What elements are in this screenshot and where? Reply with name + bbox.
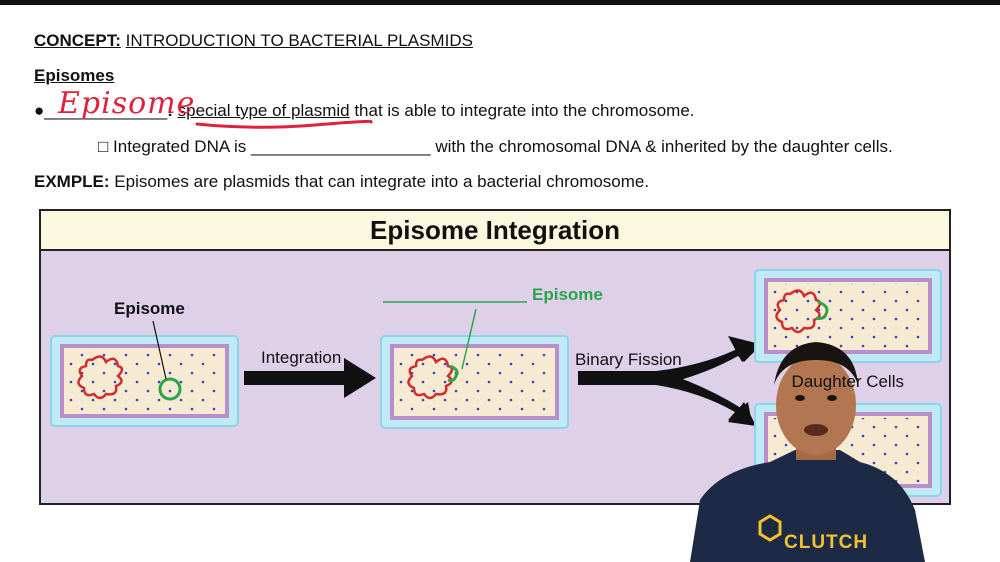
sub-point-suffix: with the chromosomal DNA & inherited by … [430, 137, 893, 156]
sub-point-prefix: Integrated DNA is [113, 137, 251, 156]
cell-2 [380, 301, 569, 429]
definition-line: ●_____________: special type of plasmid … [34, 101, 695, 121]
definition-blank: _____________ [44, 101, 168, 120]
chromosome-2 [407, 355, 454, 400]
daughter-cell-top [754, 269, 942, 363]
episome-pointer [152, 320, 167, 380]
sub-point: □ Integrated DNA is ___________________ … [98, 137, 893, 157]
definition-text: that is able to integrate into the chrom… [349, 101, 695, 120]
definition-colon: : [167, 101, 173, 120]
handwritten-episome: Episome [58, 86, 196, 121]
example-label: EXMPLE: [34, 172, 110, 191]
cell-1 [50, 320, 239, 427]
integrated-episome [447, 364, 459, 382]
bullet: ● [34, 101, 45, 120]
concept-heading: CONCEPT: INTRODUCTION TO BACTERIAL PLASM… [34, 31, 473, 51]
episome-circle [158, 377, 182, 401]
daughter-cells-label: Daughter Cells [791, 372, 904, 391]
green-pointer [461, 308, 477, 370]
section-title: Episomes [34, 66, 115, 85]
presenter-video-overlay [690, 342, 925, 562]
clutch-logo-text: CLUTCH [784, 532, 869, 553]
episome-green-label: Episome [532, 285, 603, 304]
checkbox-icon: □ [98, 137, 109, 156]
example-text: Episomes are plasmids that can integrate… [109, 172, 650, 191]
binary-fission-arrows [578, 336, 760, 426]
example-line: EXMPLE: Episomes are plasmids that can i… [34, 172, 649, 192]
chromosome-1 [77, 355, 124, 400]
red-underline-stroke [195, 119, 373, 129]
integration-arrow [244, 358, 376, 398]
clutch-logo-icon [758, 514, 782, 542]
episome-label: Episome [114, 299, 185, 318]
top-bar [0, 0, 1000, 5]
integration-label: Integration [261, 348, 342, 367]
binary-fission-label: Binary Fission [575, 350, 682, 369]
definition-underlined-text: special type of plasmid [177, 101, 350, 120]
figure-title: Episome Integration [41, 211, 949, 251]
sub-point-blank: ___________________ [250, 137, 431, 156]
concept-label: CONCEPT: [34, 31, 121, 50]
concept-title: INTRODUCTION TO BACTERIAL PLASMIDS [125, 31, 473, 50]
